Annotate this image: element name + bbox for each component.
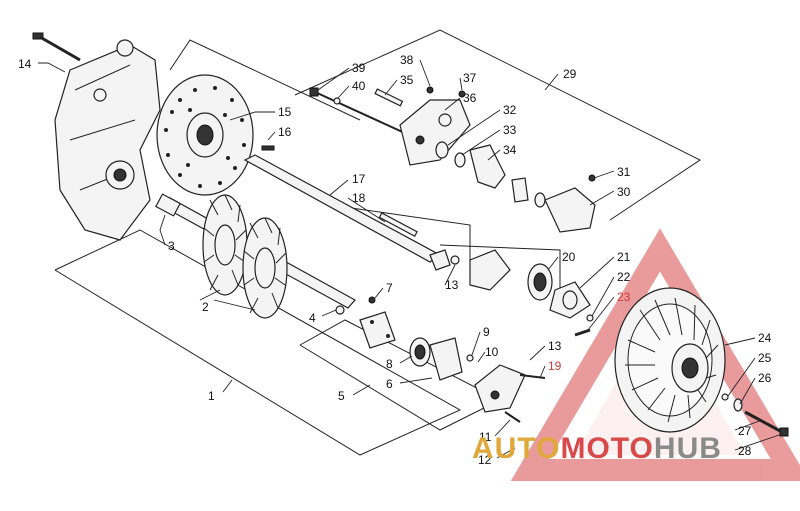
watermark-text-moto: MOTO: [560, 432, 654, 465]
bolt-23: [574, 328, 591, 337]
seal-32: [435, 141, 449, 159]
caliper-30: [544, 187, 596, 233]
callout-36: 36: [463, 91, 477, 105]
callout-12: 12: [478, 453, 492, 467]
callout-28: 28: [738, 444, 752, 458]
jackshaft-17: [243, 154, 451, 271]
callout-40: 40: [352, 79, 366, 93]
callout-18: 18: [352, 191, 366, 205]
callout-2: 2: [202, 300, 209, 314]
callout-29: 29: [563, 67, 577, 81]
bearing-8: [409, 337, 431, 367]
group-frame-20: [439, 244, 561, 300]
caliper-36: [399, 99, 471, 166]
washer-26: [733, 398, 743, 412]
callout-25: 25: [758, 351, 772, 365]
callout-6: 6: [386, 377, 393, 391]
callout-5: 5: [338, 389, 345, 403]
callout-20: 20: [562, 250, 576, 264]
watermark-logo: AUTOMOTOHUB: [472, 432, 722, 466]
callout-27: 27: [738, 424, 752, 438]
pin-35: [374, 88, 404, 107]
callout-19: 19: [548, 359, 562, 373]
watermark-text-auto: AUTO: [472, 432, 561, 465]
callout-30: 30: [617, 185, 631, 199]
washer-25: [721, 393, 729, 401]
callout-13: 13: [548, 339, 562, 353]
callout-35: 35: [400, 73, 414, 87]
chaincase-housing: [54, 39, 161, 241]
brake-pad-34b: [511, 177, 529, 203]
key-16: [261, 145, 275, 151]
callout-24: 24: [758, 331, 772, 345]
callout-3: 3: [168, 239, 175, 253]
callout-39: 39: [352, 61, 366, 75]
group-frame-top: [169, 39, 361, 121]
callout-4: 4: [309, 311, 316, 325]
sprocket-24: [614, 287, 726, 433]
washer-9: [466, 354, 474, 362]
callout-16: 16: [278, 125, 292, 139]
piston-33: [454, 152, 466, 168]
brake-pad-34: [469, 144, 506, 189]
group-frame-1: [54, 229, 462, 456]
bolt-14: [32, 32, 81, 62]
seal-32b: [534, 192, 546, 208]
wire-19: [519, 374, 546, 379]
watermark-text-hub: HUB: [653, 432, 722, 465]
bearing-20: [527, 263, 553, 301]
leader-lines: [38, 59, 783, 459]
callout-7: 7: [386, 281, 393, 295]
drive-sprocket-2b: [242, 217, 288, 319]
callout-13: 13: [445, 278, 459, 292]
callout-33: 33: [503, 123, 517, 137]
brake-disc-holes: [164, 86, 246, 188]
callout-14: 14: [18, 57, 32, 71]
callout-22: 22: [617, 270, 631, 284]
brake-disc-15: [156, 74, 254, 196]
bolt-7: [368, 296, 376, 304]
bearing-flange-6b: [429, 337, 463, 381]
callout-15: 15: [278, 105, 292, 119]
group-frame-29: [294, 29, 701, 221]
callout-11: 11: [479, 430, 492, 444]
drive-sprocket-2a: [202, 194, 248, 296]
flange-21: [549, 281, 591, 319]
washer-4: [335, 305, 345, 315]
callout-23: 23: [617, 290, 631, 304]
callout-9: 9: [483, 325, 490, 339]
fitting-37: [458, 90, 466, 98]
callout-26: 26: [758, 371, 772, 385]
callout-17: 17: [352, 172, 366, 186]
bleeder-38: [426, 86, 434, 94]
callout-31: 31: [617, 165, 631, 179]
bearing-housing-plate: [469, 249, 511, 291]
callout-8: 8: [386, 357, 393, 371]
key-18: [378, 212, 418, 237]
bolt-27: [744, 410, 789, 437]
callout-32: 32: [503, 103, 517, 117]
washer-40: [333, 97, 341, 105]
bearing-flange-6: [359, 311, 396, 349]
callout-37: 37: [463, 71, 477, 85]
callout-10: 10: [485, 345, 499, 359]
callout-34: 34: [503, 143, 517, 157]
nut-13: [450, 255, 460, 265]
washer-22: [586, 314, 594, 322]
callout-21: 21: [617, 250, 631, 264]
callout-38: 38: [400, 53, 414, 67]
sensor-bracket-11: [474, 364, 526, 423]
callout-1: 1: [208, 389, 215, 403]
